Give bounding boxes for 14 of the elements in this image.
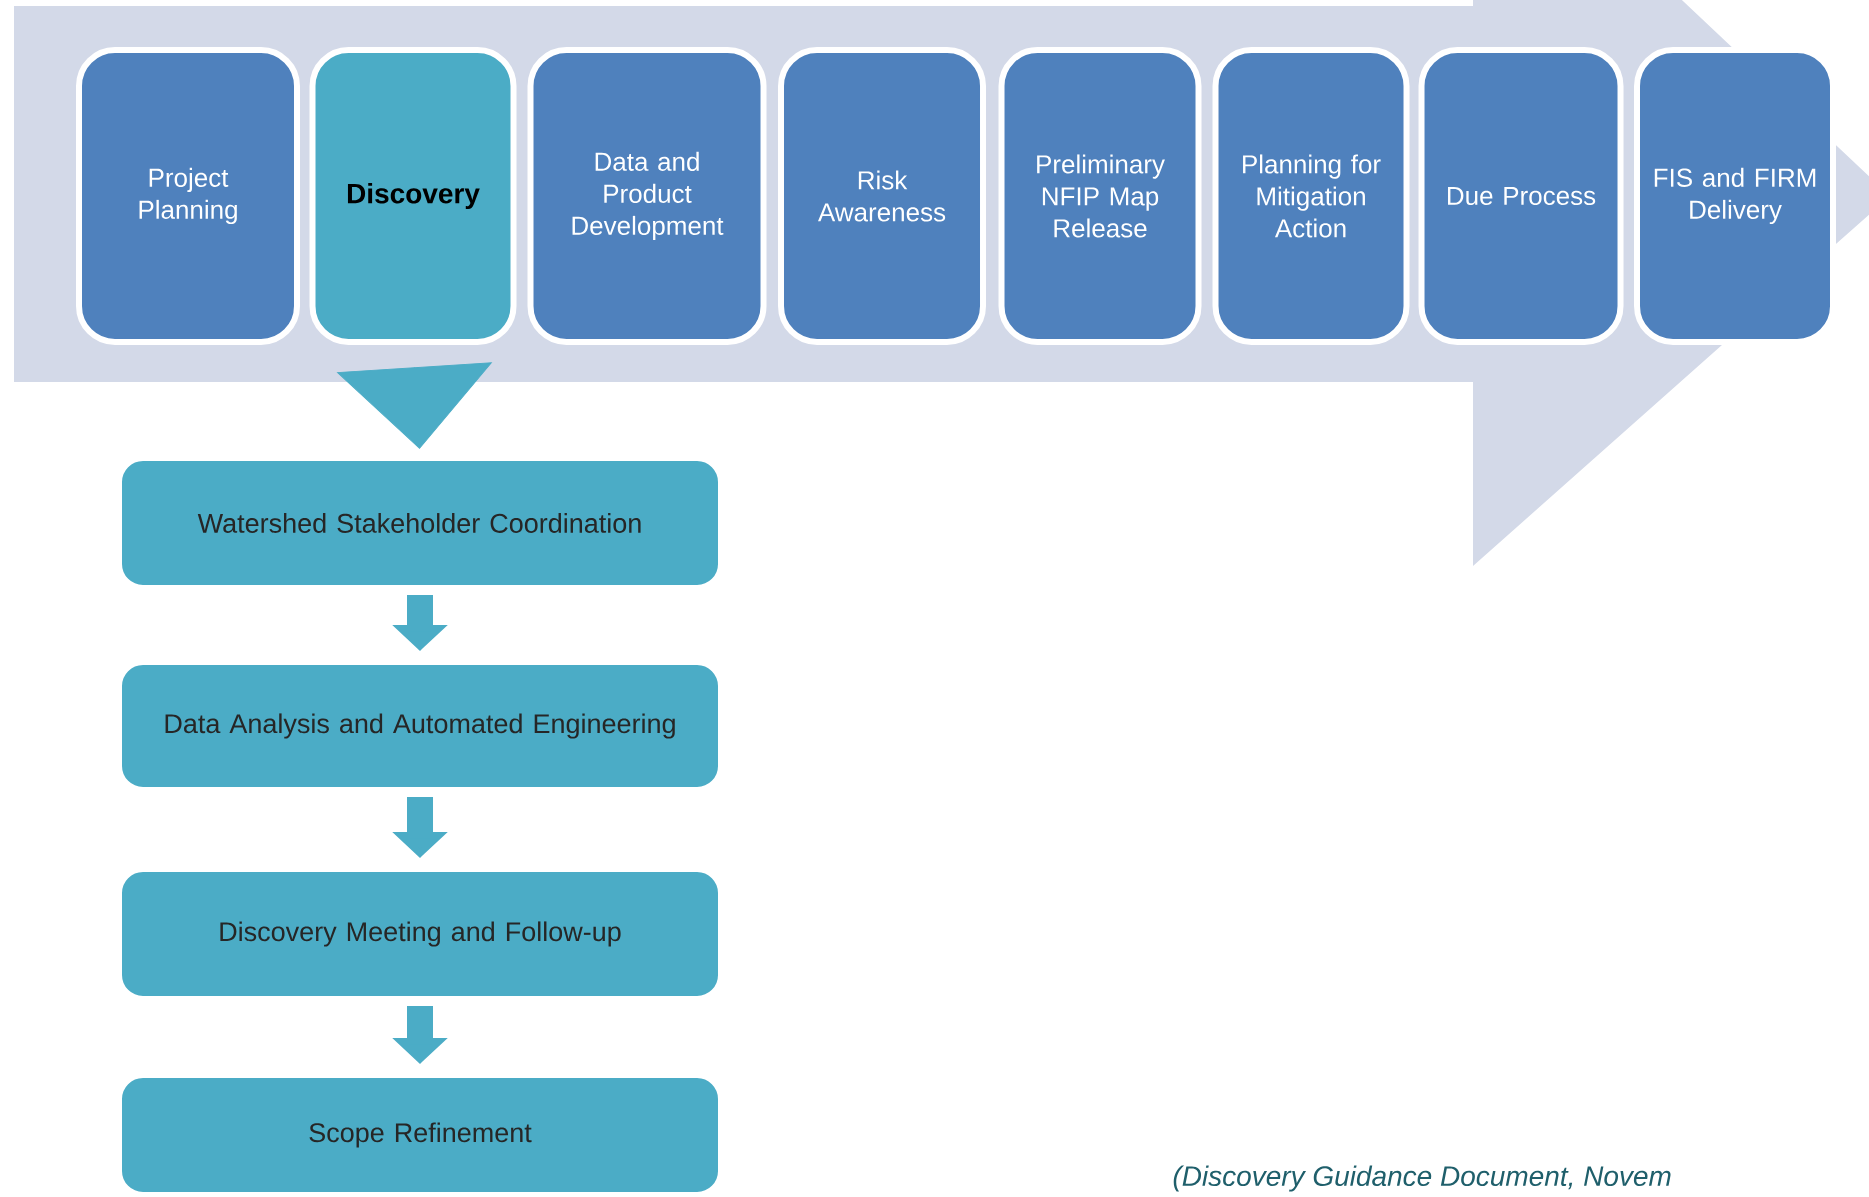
step-box: Watershed Stakeholder Coordination — [116, 455, 724, 591]
step-box: Discovery Meeting and Follow-up — [116, 866, 724, 1002]
arrow — [337, 362, 492, 449]
stage-box: FIS and FIRM Delivery — [1634, 47, 1836, 345]
step-box: Data Analysis and Automated Engineering — [116, 659, 724, 793]
stage-box: Risk Awareness — [778, 47, 986, 345]
stage-box: Discovery — [309, 47, 517, 345]
stage-box: Data and Product Development — [527, 47, 767, 345]
stage-box: Planning for Mitigation Action — [1212, 47, 1410, 345]
step-box: Scope Refinement — [116, 1072, 724, 1197]
stage-box: Due Process — [1418, 47, 1624, 345]
stage-box: Preliminary NFIP Map Release — [998, 47, 1202, 345]
stage-box: Project Planning — [76, 47, 300, 345]
caption: (Discovery Guidance Document, Novem — [1173, 1165, 1671, 1192]
